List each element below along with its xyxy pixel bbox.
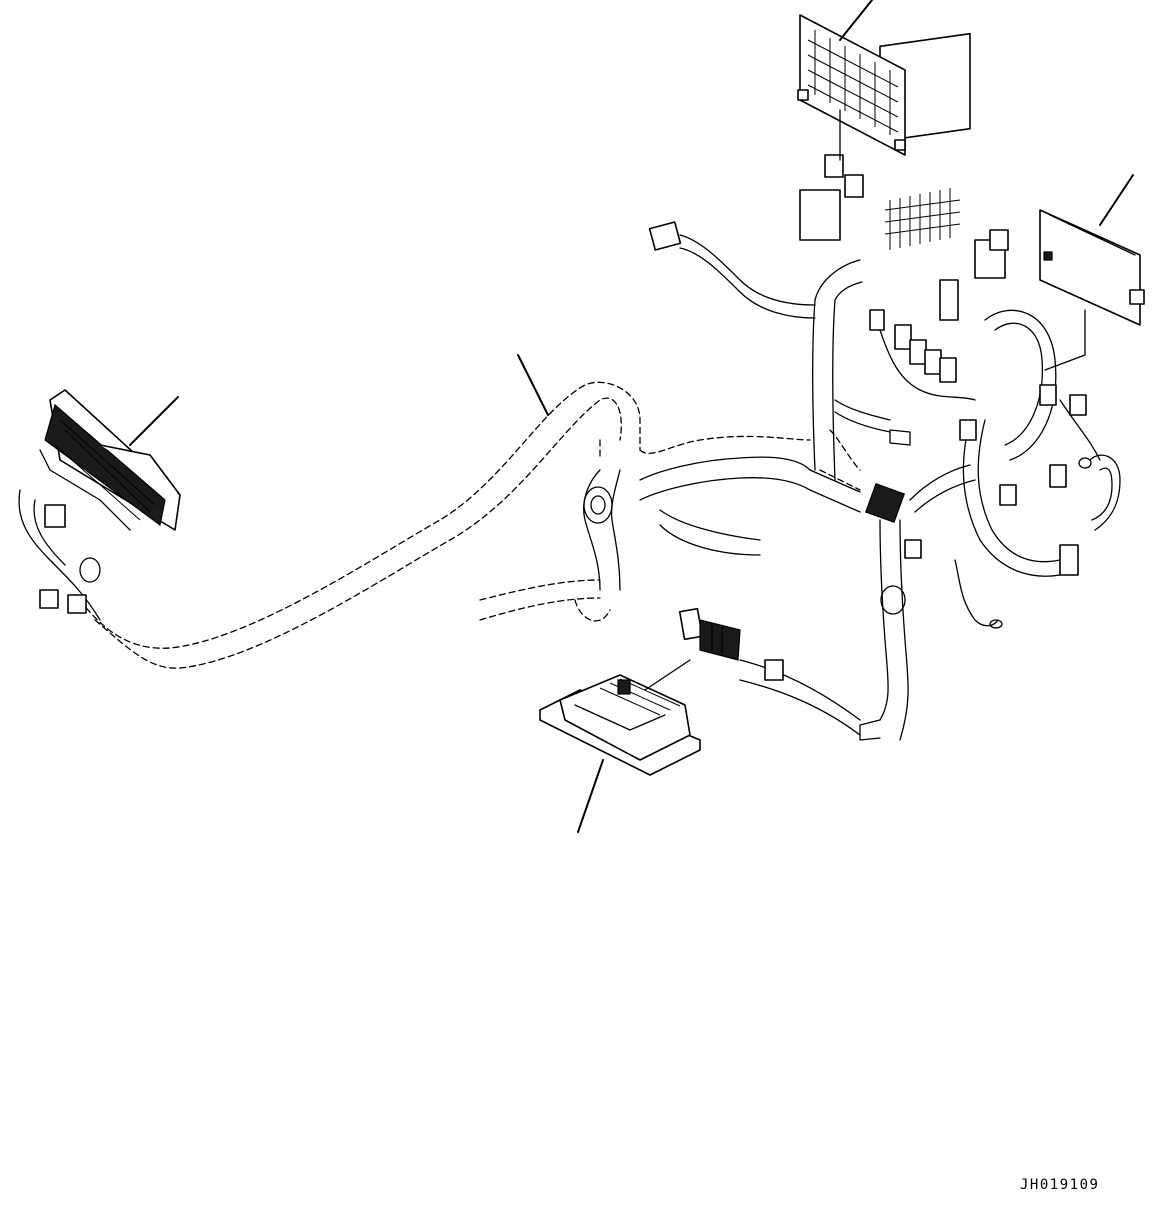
center-harness bbox=[583, 221, 891, 591]
harness-leader bbox=[517, 354, 549, 416]
lower-branch-harness bbox=[739, 519, 1003, 741]
fuse-relay-cluster bbox=[799, 32, 1121, 577]
monitor-unit bbox=[18, 389, 181, 621]
lower-controller bbox=[539, 607, 741, 833]
drawing-id-label: JH019109 bbox=[1020, 1177, 1100, 1193]
right-controller-box bbox=[1039, 174, 1145, 371]
main-harness-dashed bbox=[79, 381, 861, 669]
cover-plate bbox=[797, 0, 906, 161]
